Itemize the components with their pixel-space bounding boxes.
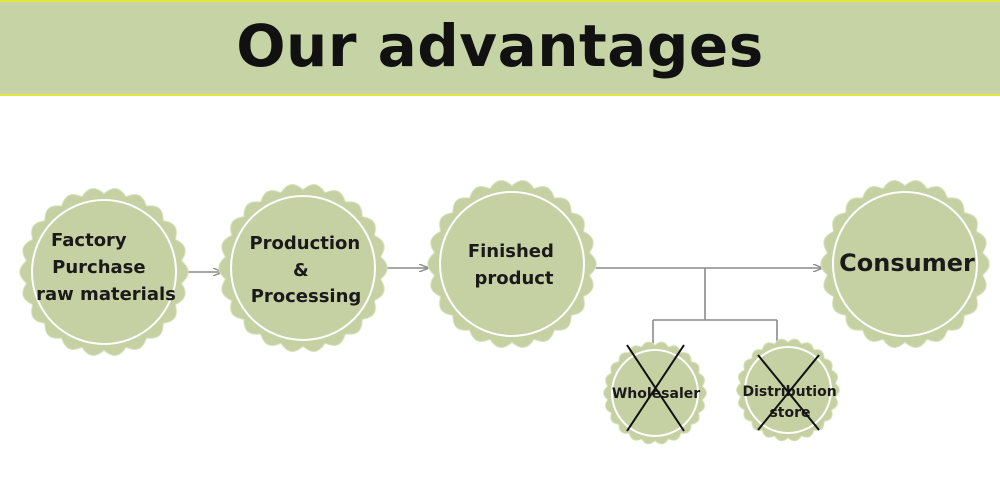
svg-text:Finished product: Finished product	[468, 241, 560, 289]
node-label-line: Production	[249, 233, 360, 254]
node-factory: Factory Purchase raw materials	[19, 188, 189, 356]
badge-shape	[736, 338, 840, 442]
svg-text:Factory Purchase r: Factory Purchase raw materials	[36, 230, 176, 305]
node-label-line: Finished	[468, 241, 554, 262]
badge-ring	[31, 199, 177, 345]
svg-text:Wholesaler: Wholesaler	[612, 386, 700, 402]
badge-ring	[832, 191, 978, 337]
node-label-line: &	[293, 260, 309, 281]
node-label-line: Factory	[51, 230, 127, 251]
svg-text:Consumer: Consumer	[839, 249, 975, 277]
header-banner: Our advantages	[0, 0, 1000, 96]
node-wholesaler: Wholesaler	[603, 341, 707, 445]
svg-text:Production & Proce: Production & Processing	[249, 233, 366, 307]
badge-shape	[218, 184, 388, 352]
cross-mark-icon	[757, 354, 820, 431]
badge-ring	[611, 349, 699, 437]
node-consumer: Consumer	[820, 180, 990, 348]
badge-shape	[427, 180, 597, 348]
branch-connector	[652, 268, 778, 346]
node-label-line: Wholesaler	[612, 386, 700, 402]
node-label-line: Processing	[251, 286, 362, 307]
node-label-line: Purchase	[52, 257, 145, 278]
badge-shape	[820, 180, 990, 348]
badge-ring	[744, 346, 832, 434]
badge-shape	[19, 188, 189, 356]
node-finished-product: Finished product	[427, 180, 597, 348]
node-label-line: raw materials	[36, 284, 176, 305]
node-production: Production & Processing	[218, 184, 388, 352]
node-distribution-store: Distribution store	[736, 338, 840, 442]
page-title: Our advantages	[236, 12, 764, 80]
node-label-line: product	[474, 268, 553, 289]
cross-mark-icon	[626, 344, 685, 432]
node-label-line: store	[769, 405, 810, 421]
badge-ring	[230, 195, 376, 341]
badge-ring	[439, 191, 585, 337]
node-label-line: Consumer	[839, 249, 975, 277]
